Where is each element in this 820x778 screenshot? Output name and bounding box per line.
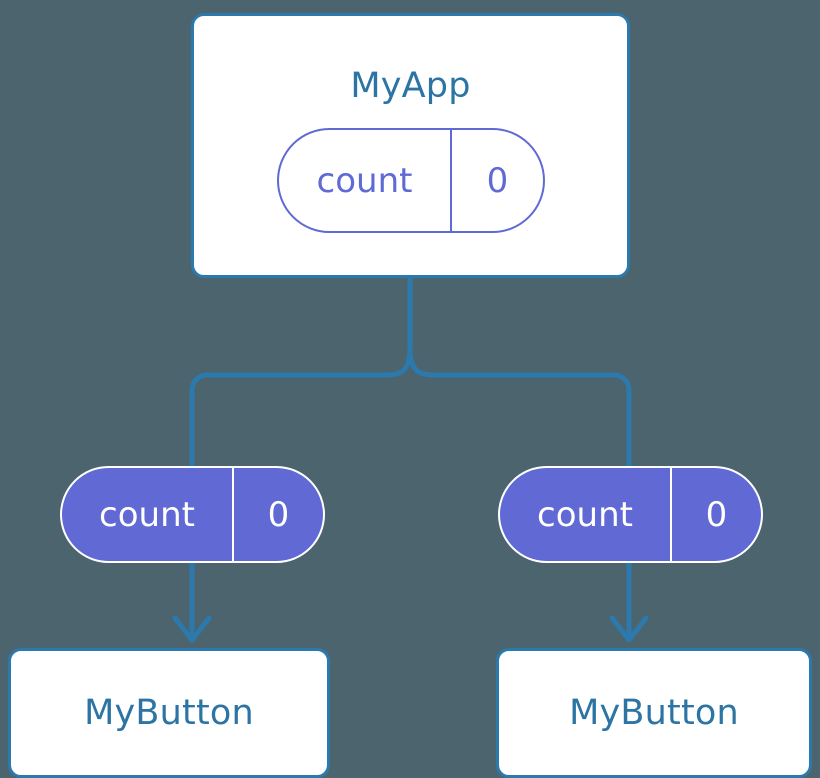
connector-branch-right <box>407 347 632 466</box>
component-node-mybutton-2[interactable]: MyButton <box>496 648 812 778</box>
arrow-head-right-icon <box>609 615 649 643</box>
prop-key-label: count <box>62 468 234 561</box>
component-name-myapp: MyApp <box>350 66 471 106</box>
component-name-mybutton: MyButton <box>569 693 739 733</box>
state-key-label: count <box>279 130 452 231</box>
component-node-mybutton-1[interactable]: MyButton <box>8 648 330 778</box>
prop-key-label: count <box>500 468 672 561</box>
connector-branch-left <box>189 347 413 466</box>
prop-pill-child-2[interactable]: count 0 <box>498 466 763 563</box>
prop-pill-child-1[interactable]: count 0 <box>60 466 325 563</box>
component-name-mybutton: MyButton <box>84 693 254 733</box>
state-value-label: 0 <box>486 160 509 201</box>
prop-value-label: 0 <box>267 494 290 535</box>
arrow-head-left-icon <box>172 615 212 643</box>
state-pill-myapp[interactable]: count 0 <box>277 128 545 233</box>
prop-value-label: 0 <box>705 494 728 535</box>
